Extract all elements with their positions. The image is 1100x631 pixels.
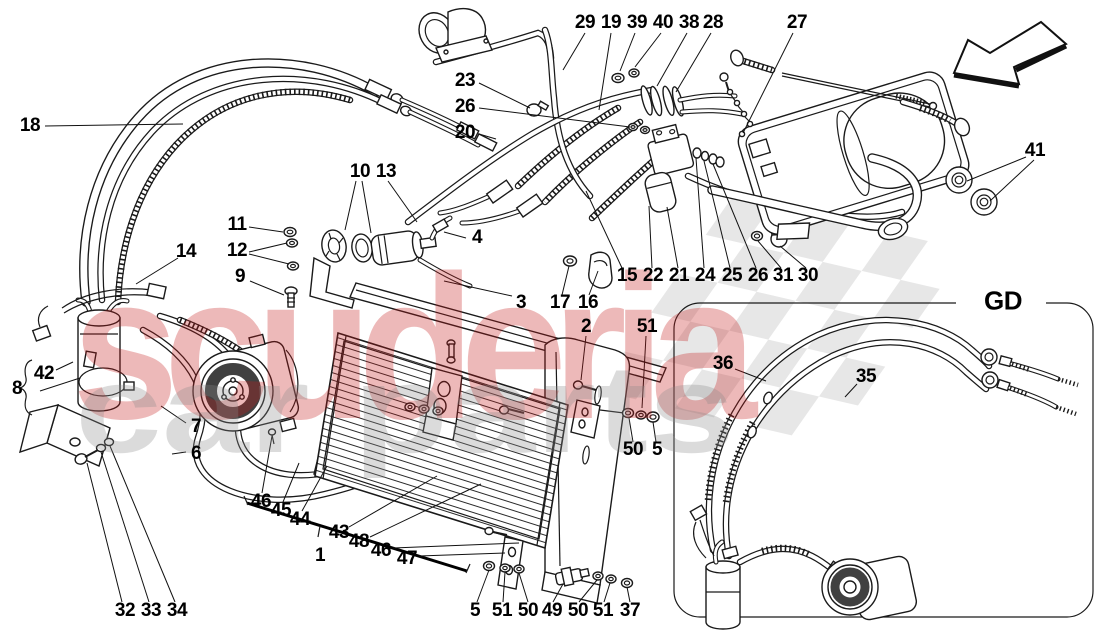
frame-bracket: [570, 380, 660, 439]
thermostat-fitting: [418, 7, 551, 62]
receiver-drier: [19, 282, 167, 467]
clamp-23: [526, 103, 542, 117]
condenser: [314, 331, 569, 550]
upper-bracket: [404, 339, 525, 441]
bracket-brace-8: [18, 359, 33, 416]
hose-loop: [84, 63, 498, 302]
group-line-1: [243, 495, 471, 574]
lower-bracket: [482, 526, 634, 590]
grommets: [945, 166, 998, 216]
gd-inset-drawing: [689, 320, 1079, 630]
corrugated-hoses: [440, 108, 668, 223]
rubber-mount: [562, 251, 613, 289]
pump-assembly: [283, 215, 470, 309]
heater-unit: [712, 49, 971, 241]
direction-arrow-icon: [952, 20, 1068, 89]
leader-lines: [39, 32, 1035, 603]
main-assembly-drawing: [18, 7, 1079, 630]
solenoid-valve: [611, 68, 745, 213]
compressor: [180, 320, 341, 481]
